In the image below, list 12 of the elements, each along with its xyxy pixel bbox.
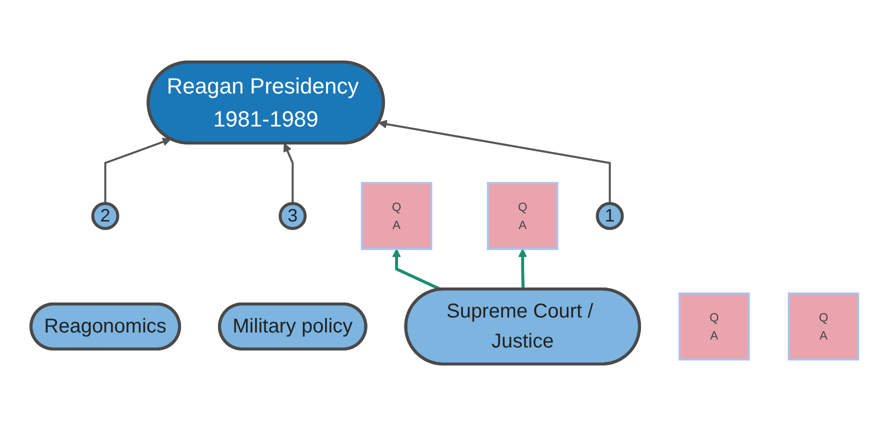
arrow — [518, 248, 528, 290]
arrow — [378, 120, 612, 204]
arrow — [392, 248, 442, 291]
node-box: Q A — [788, 292, 860, 360]
arrow — [104, 138, 172, 204]
node-circle: 1 — [596, 202, 624, 230]
arrow — [284, 143, 294, 204]
node-box: Q A — [361, 182, 433, 250]
node-box: Q A — [487, 182, 559, 250]
node-circle: 3 — [279, 202, 308, 230]
node-circle: 2 — [92, 202, 120, 230]
node-box: Q A — [678, 292, 750, 360]
